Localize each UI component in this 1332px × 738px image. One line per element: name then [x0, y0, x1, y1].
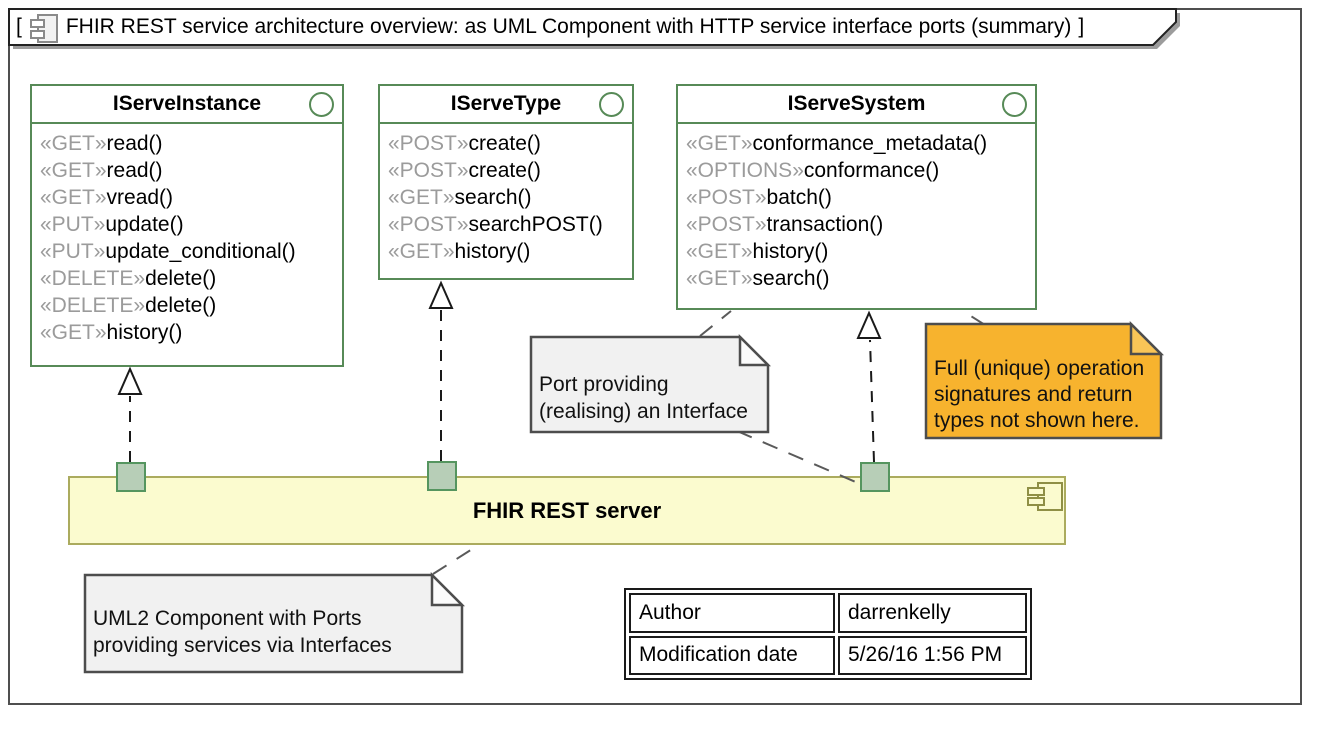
- interface-header: IServeSystem: [678, 86, 1035, 124]
- interface-header: IServeInstance: [32, 86, 342, 124]
- method-row[interactable]: «POST»create(): [388, 132, 541, 155]
- note-connector-componentnote-to-bar: [432, 545, 478, 575]
- component-icon: [29, 14, 58, 43]
- port-iservetype[interactable]: [427, 461, 457, 491]
- interface-circle-icon: [599, 92, 624, 117]
- component-fhir-rest-server[interactable]: FHIR REST server: [68, 476, 1066, 545]
- interface-box-iserveinstance[interactable]: IServeInstance «GET»read() «GET»read() «…: [30, 84, 344, 367]
- method-row[interactable]: «DELETE»delete(): [40, 267, 217, 290]
- note-port-providing-text: Port providing (realising) an Interface: [539, 373, 748, 423]
- method-row[interactable]: «GET»vread(): [40, 186, 174, 209]
- title-bracket-close: ]: [1078, 15, 1085, 38]
- note-signatures-text: Full (unique) operation signatures and r…: [934, 357, 1145, 432]
- interface-methods: «POST»create() «POST»create() «GET»searc…: [380, 124, 632, 265]
- realization-connector-system[interactable]: [856, 310, 882, 463]
- realization-connector-type[interactable]: [428, 280, 454, 461]
- note-uml2-component-text: UML2 Component with Ports providing serv…: [93, 607, 392, 657]
- info-table-cell-author-value: darrenkelly: [838, 593, 1027, 633]
- port-iservesystem[interactable]: [860, 462, 890, 492]
- method-row[interactable]: «GET»conformance_metadata(): [686, 132, 988, 155]
- diagram-title: [ FHIR REST service architecture overvie…: [16, 10, 1084, 44]
- method-row[interactable]: «PUT»update_conditional(): [40, 240, 296, 263]
- port-iserveinstance[interactable]: [116, 462, 146, 492]
- title-text: FHIR REST service architecture overview:…: [65, 15, 1072, 38]
- interface-box-iservesystem[interactable]: IServeSystem «GET»conformance_metadata()…: [676, 84, 1037, 310]
- interface-name: IServeType: [450, 92, 562, 115]
- info-table-cell-author-label: Author: [629, 593, 835, 633]
- method-row[interactable]: «GET»history(): [40, 321, 183, 344]
- interface-header: IServeType: [380, 86, 632, 124]
- method-row[interactable]: «GET»read(): [40, 132, 163, 155]
- method-row[interactable]: «PUT»update(): [40, 213, 184, 236]
- method-row[interactable]: «GET»history(): [388, 240, 531, 263]
- title-bracket-open: [: [16, 15, 22, 38]
- method-row[interactable]: «DELETE»delete(): [40, 294, 217, 317]
- method-row[interactable]: «GET»search(): [686, 267, 830, 290]
- interface-name: IServeSystem: [787, 92, 926, 115]
- interface-methods: «GET»read() «GET»read() «GET»vread() «PU…: [32, 124, 342, 346]
- note-connector-signaturenote-to-iservesystem: [962, 310, 986, 326]
- method-row[interactable]: «POST»create(): [388, 159, 541, 182]
- method-row[interactable]: «POST»transaction(): [686, 213, 884, 236]
- component-label: FHIR REST server: [472, 497, 662, 523]
- info-table-cell-moddate-value: 5/26/16 1:56 PM: [838, 635, 1027, 675]
- method-row[interactable]: «POST»searchPOST(): [388, 213, 603, 236]
- info-table: Author darrenkelly Modification date 5/2…: [624, 588, 1032, 680]
- interface-name: IServeInstance: [112, 92, 262, 115]
- interface-circle-icon: [309, 92, 334, 117]
- method-row[interactable]: «GET»search(): [388, 186, 532, 209]
- method-row[interactable]: «POST»batch(): [686, 186, 832, 209]
- info-table-cell-moddate-label: Modification date: [629, 635, 835, 675]
- method-row[interactable]: «GET»history(): [686, 240, 829, 263]
- method-row[interactable]: «GET»read(): [40, 159, 163, 182]
- component-icon: [1027, 482, 1063, 511]
- interface-box-iservetype[interactable]: IServeType «POST»create() «POST»create()…: [378, 84, 634, 280]
- realization-connector-instance[interactable]: [117, 366, 143, 462]
- interface-circle-icon: [1002, 92, 1027, 117]
- method-row[interactable]: «OPTIONS»conformance(): [686, 159, 940, 182]
- note-connector-portnote-to-iservesystem: [699, 310, 732, 337]
- interface-methods: «GET»conformance_metadata() «OPTIONS»con…: [678, 124, 1035, 292]
